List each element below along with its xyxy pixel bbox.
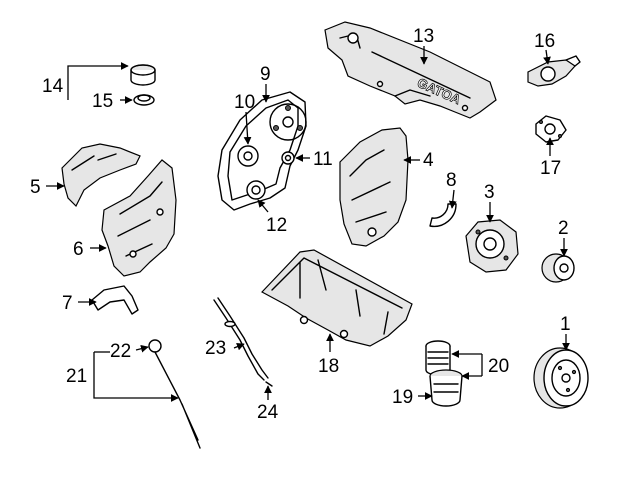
sensor-part bbox=[527, 55, 581, 87]
callout-16: 16 bbox=[534, 31, 555, 52]
filter-housing-part bbox=[429, 369, 463, 407]
leader-23 bbox=[233, 342, 245, 351]
callout-7: 7 bbox=[62, 293, 73, 314]
callout-5: 5 bbox=[30, 177, 41, 198]
upper-timing-cover-part bbox=[61, 143, 141, 208]
callout-20: 20 bbox=[488, 356, 509, 377]
cap-part bbox=[130, 64, 156, 86]
idler-pulley-part bbox=[281, 151, 295, 165]
leader-22 bbox=[135, 344, 149, 353]
callout-14: 14 bbox=[42, 76, 64, 97]
callout-22: 22 bbox=[110, 341, 131, 362]
callout-6: 6 bbox=[73, 239, 84, 260]
callout-3: 3 bbox=[484, 182, 495, 203]
tensioner-pulley-part bbox=[237, 145, 259, 167]
callout-13: 13 bbox=[413, 26, 434, 47]
crankshaft-pulley-part bbox=[533, 347, 589, 409]
engine-cover-part: GATOA bbox=[324, 21, 497, 119]
callout-2: 2 bbox=[558, 218, 569, 239]
callout-4: 4 bbox=[423, 150, 434, 171]
dipstick-part bbox=[148, 339, 201, 449]
timing-belt-part bbox=[217, 91, 307, 211]
leader-21 bbox=[93, 352, 179, 402]
leader-lines bbox=[46, 46, 570, 402]
oil-pump-part bbox=[465, 219, 519, 273]
callout-17: 17 bbox=[540, 158, 561, 179]
lower-timing-cover-part bbox=[101, 159, 177, 277]
callout-8: 8 bbox=[446, 170, 457, 191]
seal-ring-part bbox=[133, 94, 155, 106]
gasket-part bbox=[535, 115, 567, 143]
callout-15: 15 bbox=[92, 91, 113, 112]
bracket-part bbox=[91, 285, 139, 315]
callout-21: 21 bbox=[66, 366, 87, 387]
callout-9: 9 bbox=[260, 64, 271, 85]
leader-10 bbox=[243, 111, 252, 145]
callout-23: 23 bbox=[205, 338, 226, 359]
callout-12: 12 bbox=[266, 215, 287, 236]
callout-labels: 1 2 3 4 5 6 7 8 9 10 11 12 13 14 15 16 1… bbox=[30, 26, 571, 423]
leader-8 bbox=[448, 189, 457, 209]
callout-1: 1 bbox=[560, 314, 571, 335]
callout-24: 24 bbox=[257, 402, 279, 423]
callout-18: 18 bbox=[318, 356, 339, 377]
crank-sprocket-part bbox=[246, 180, 266, 200]
callout-10: 10 bbox=[234, 92, 255, 113]
leader-16 bbox=[543, 49, 551, 65]
timing-cover-part bbox=[339, 127, 409, 247]
leader-14 bbox=[67, 62, 129, 86]
oil-pan-part bbox=[261, 249, 413, 347]
idler-pulley-2-part bbox=[541, 253, 575, 283]
callout-11: 11 bbox=[313, 149, 333, 170]
callout-19: 19 bbox=[392, 387, 413, 408]
leader-12 bbox=[257, 199, 269, 213]
